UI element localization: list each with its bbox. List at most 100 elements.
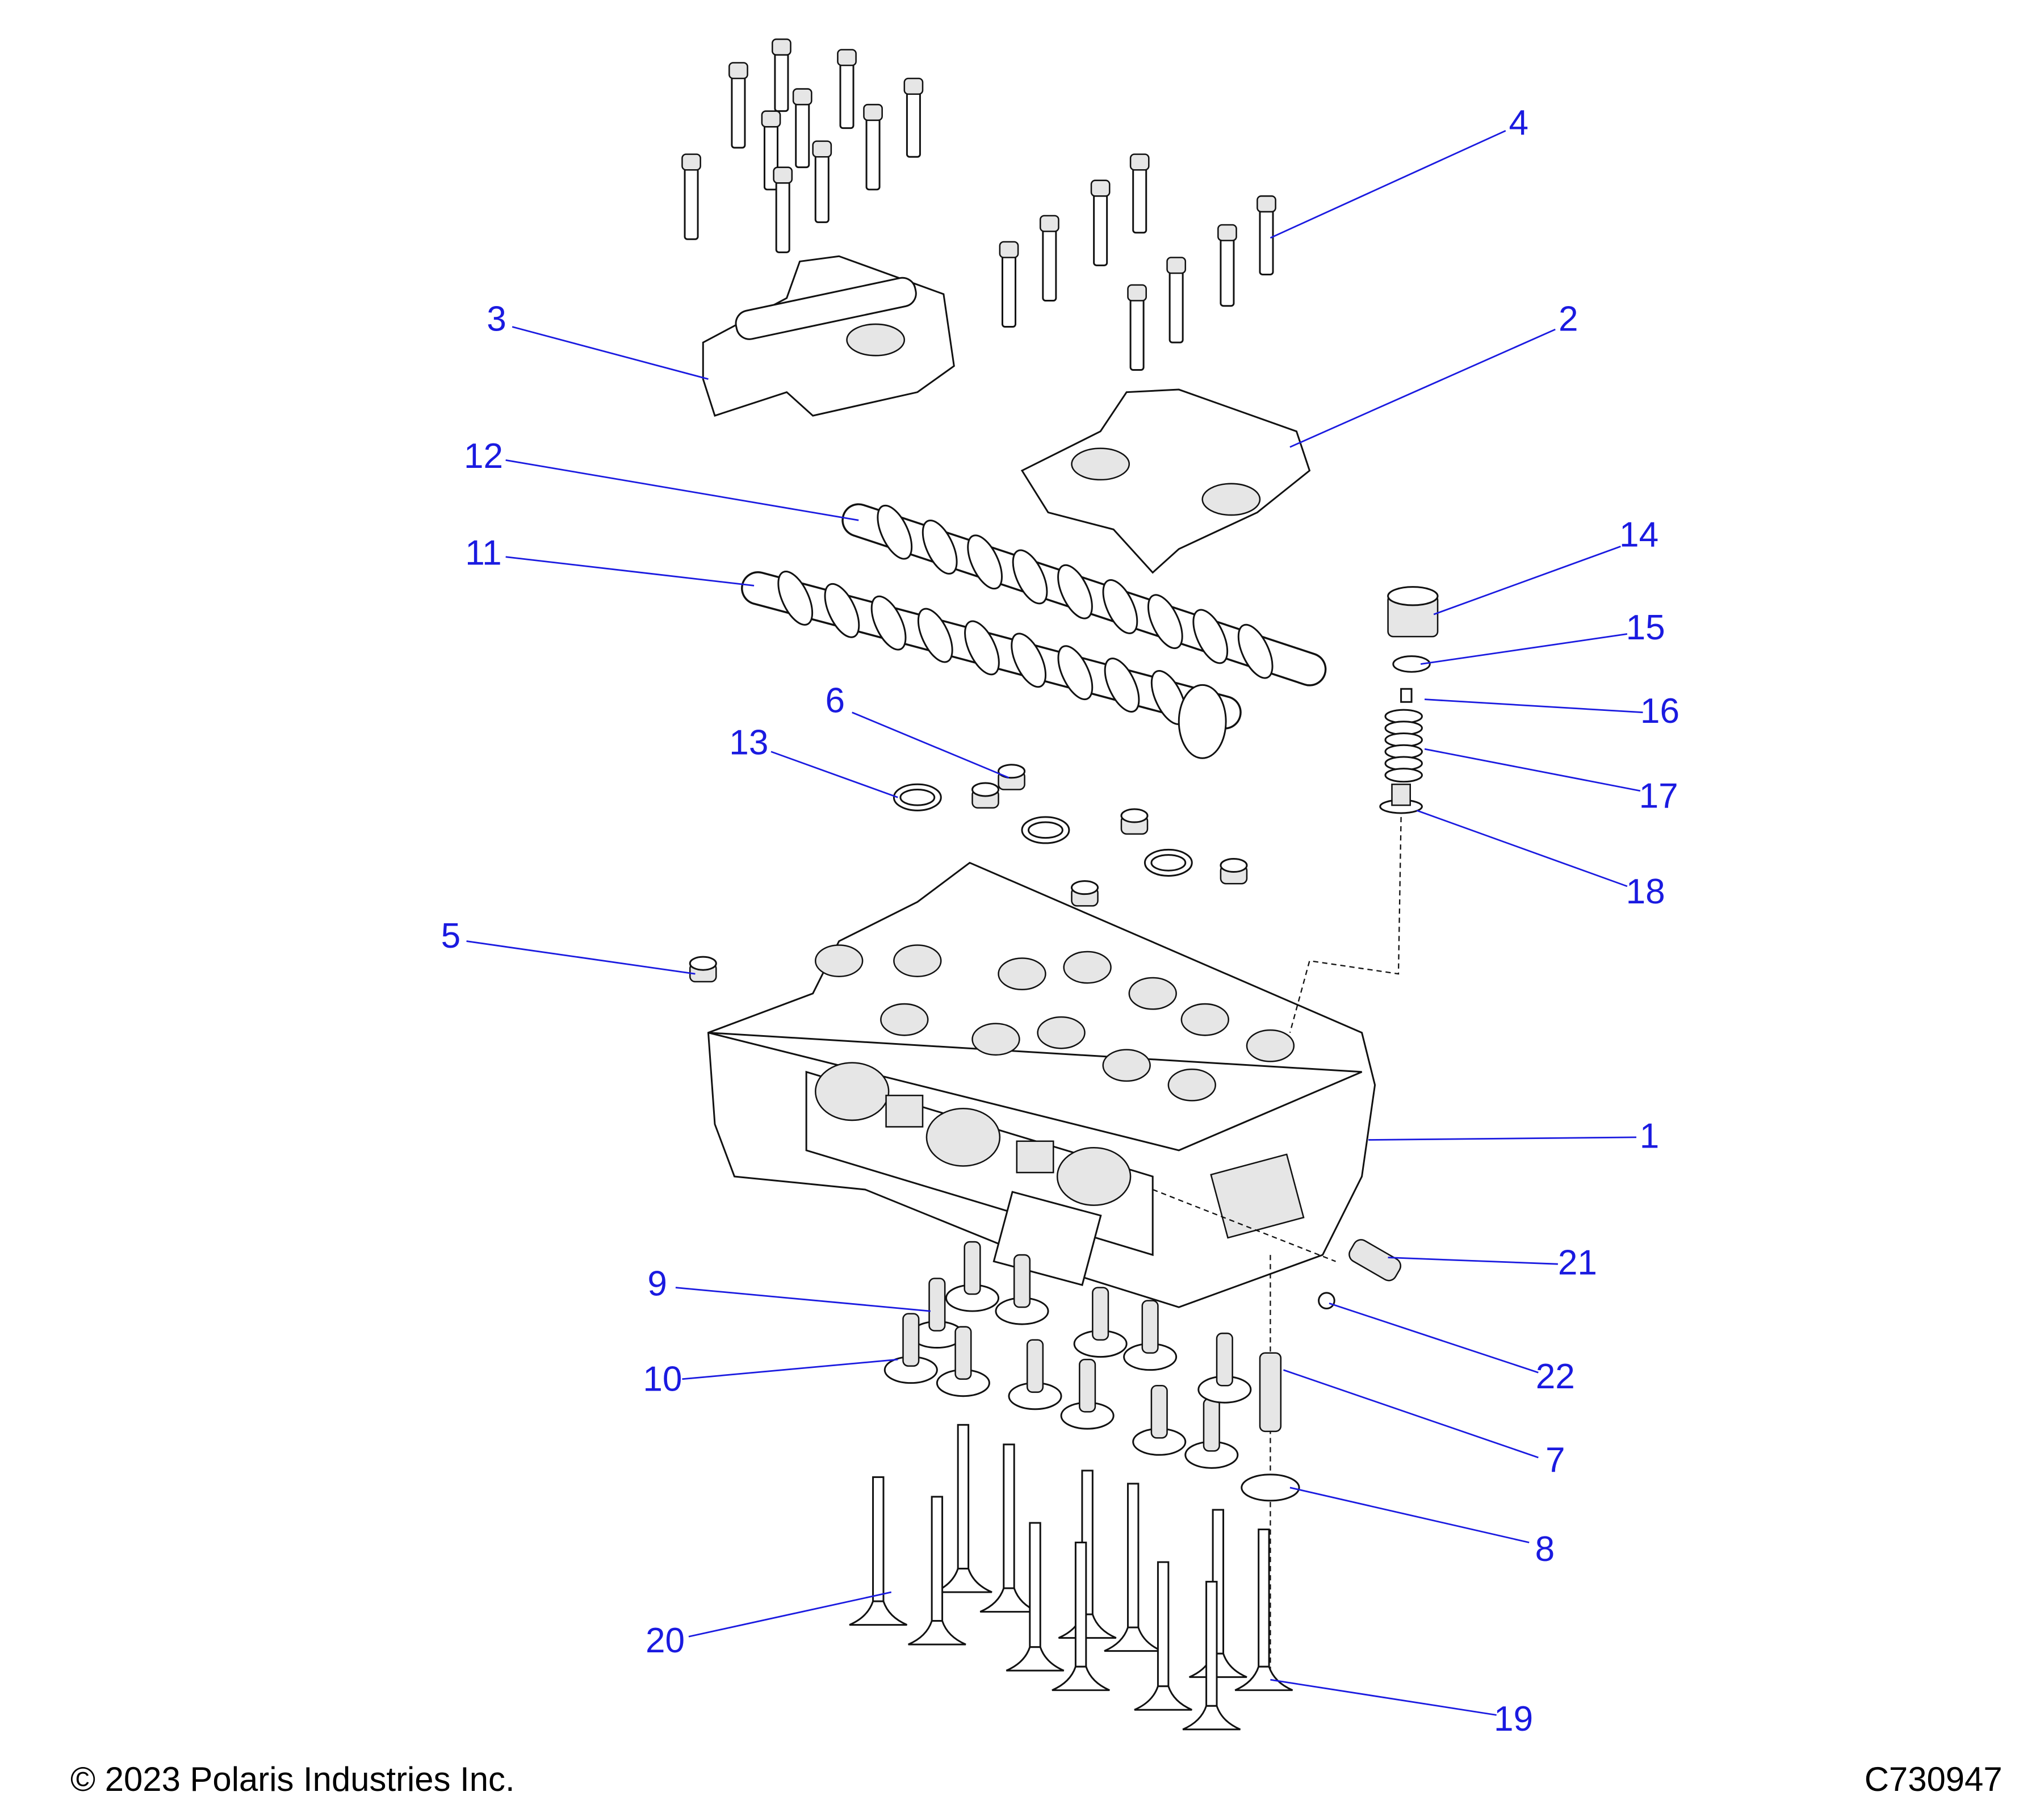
exhaust-valve — [1058, 1469, 1117, 1639]
valve-guide — [1141, 1300, 1159, 1354]
leader-line-2 — [1289, 328, 1556, 448]
valve-guide — [1150, 1385, 1168, 1439]
callout-5[interactable]: 5 — [441, 916, 461, 956]
seal-ring — [1241, 1473, 1300, 1502]
intake-valve — [1006, 1522, 1065, 1672]
leader-line-18 — [1416, 810, 1628, 887]
dowel-sleeve — [1259, 1352, 1282, 1433]
leader-line-13 — [770, 751, 898, 798]
callout-2[interactable]: 2 — [1559, 299, 1578, 338]
leader-line-17 — [1424, 748, 1641, 792]
callout-4[interactable]: 4 — [1509, 103, 1529, 143]
exhaust-valve — [979, 1443, 1038, 1613]
bolt — [761, 110, 781, 191]
bolt — [773, 166, 793, 253]
leader-line-16 — [1424, 698, 1643, 714]
cylinder-head — [707, 861, 1376, 1308]
leader-line-15 — [1420, 633, 1628, 665]
leader-line-22 — [1329, 1302, 1539, 1374]
leader-line-19 — [1270, 1678, 1497, 1716]
callout-8[interactable]: 8 — [1535, 1530, 1555, 1569]
valve-guide — [902, 1313, 920, 1367]
bolt — [1166, 257, 1187, 344]
copyright-text: © 2023 Polaris Industries Inc. — [70, 1760, 515, 1798]
leader-line-5 — [466, 940, 696, 975]
valve-guide — [1203, 1398, 1220, 1452]
figure-id: C730947 — [1865, 1760, 2003, 1798]
parts-layer — [681, 38, 1439, 1731]
callout-14[interactable]: 14 — [1619, 515, 1658, 554]
bolt — [1217, 224, 1237, 307]
intake-valve — [849, 1476, 907, 1626]
callout-10[interactable]: 10 — [643, 1359, 682, 1399]
callout-15[interactable]: 15 — [1626, 608, 1665, 647]
bolt — [681, 153, 701, 240]
exhaust-valve — [1104, 1483, 1162, 1652]
intake-valve — [1182, 1581, 1241, 1731]
callout-1[interactable]: 1 — [1640, 1116, 1660, 1155]
bolt — [1090, 179, 1111, 266]
sensor — [1348, 1239, 1402, 1282]
valve-guide — [954, 1326, 972, 1380]
callout-16[interactable]: 16 — [1640, 692, 1679, 731]
callout-3[interactable]: 3 — [487, 299, 506, 338]
exhaust-valve — [1234, 1529, 1293, 1692]
leader-line-6 — [852, 711, 1010, 779]
leader-line-14 — [1433, 546, 1621, 616]
valve-guide — [1013, 1254, 1031, 1308]
callout-9[interactable]: 9 — [647, 1264, 667, 1303]
callout-11[interactable]: 11 — [465, 534, 502, 573]
bolt — [863, 103, 883, 191]
callout-7[interactable]: 7 — [1545, 1441, 1565, 1480]
leader-line-9 — [675, 1287, 931, 1312]
leader-lines — [466, 129, 1643, 1716]
leader-line-8 — [1289, 1487, 1530, 1543]
callout-12[interactable]: 12 — [464, 437, 503, 476]
leader-line-11 — [505, 556, 755, 587]
intake-valve — [1052, 1542, 1110, 1692]
leader-line-12 — [505, 459, 859, 521]
valve-keeper — [1400, 688, 1413, 703]
leader-line-1 — [1368, 1136, 1637, 1141]
leader-line-21 — [1388, 1257, 1558, 1265]
bolt — [812, 140, 832, 223]
callout-22[interactable]: 22 — [1536, 1357, 1575, 1396]
exhaust-valve — [1189, 1509, 1247, 1678]
callout-17[interactable]: 17 — [1639, 777, 1678, 816]
callout-6[interactable]: 6 — [826, 681, 845, 721]
leader-line-7 — [1283, 1369, 1539, 1459]
exhaust-valve — [934, 1424, 992, 1593]
valve-guide — [1216, 1332, 1233, 1387]
bolt — [772, 38, 791, 112]
bolt — [728, 62, 748, 149]
bolt — [1256, 195, 1276, 275]
callout-20[interactable]: 20 — [646, 1621, 685, 1660]
callout-18[interactable]: 18 — [1626, 872, 1665, 911]
bolt — [792, 88, 812, 169]
callout-21[interactable]: 21 — [1558, 1244, 1597, 1283]
leader-line-20 — [688, 1591, 892, 1638]
sensor-screw — [1318, 1292, 1335, 1309]
valve-guide — [964, 1241, 981, 1295]
valve-guide — [1092, 1287, 1109, 1341]
valve-guide — [928, 1278, 946, 1332]
leader-line-3 — [512, 326, 709, 380]
bolt — [837, 49, 857, 129]
bolt — [1129, 153, 1150, 234]
valve-spring-coil — [1384, 768, 1423, 783]
spring-retainer — [1392, 655, 1431, 673]
cam-cap-2 — [1020, 388, 1311, 574]
bolt — [1127, 284, 1147, 371]
callout-19[interactable]: 19 — [1494, 1699, 1533, 1739]
intake-valve — [908, 1496, 966, 1646]
exhaust-camshaft — [741, 571, 1242, 730]
intake-valve — [1134, 1561, 1192, 1711]
leader-line-10 — [682, 1358, 898, 1380]
leader-line-4 — [1270, 129, 1506, 239]
bolt — [903, 77, 924, 158]
bolt — [999, 241, 1019, 328]
bolt — [1039, 215, 1059, 302]
callout-13[interactable]: 13 — [729, 723, 768, 762]
